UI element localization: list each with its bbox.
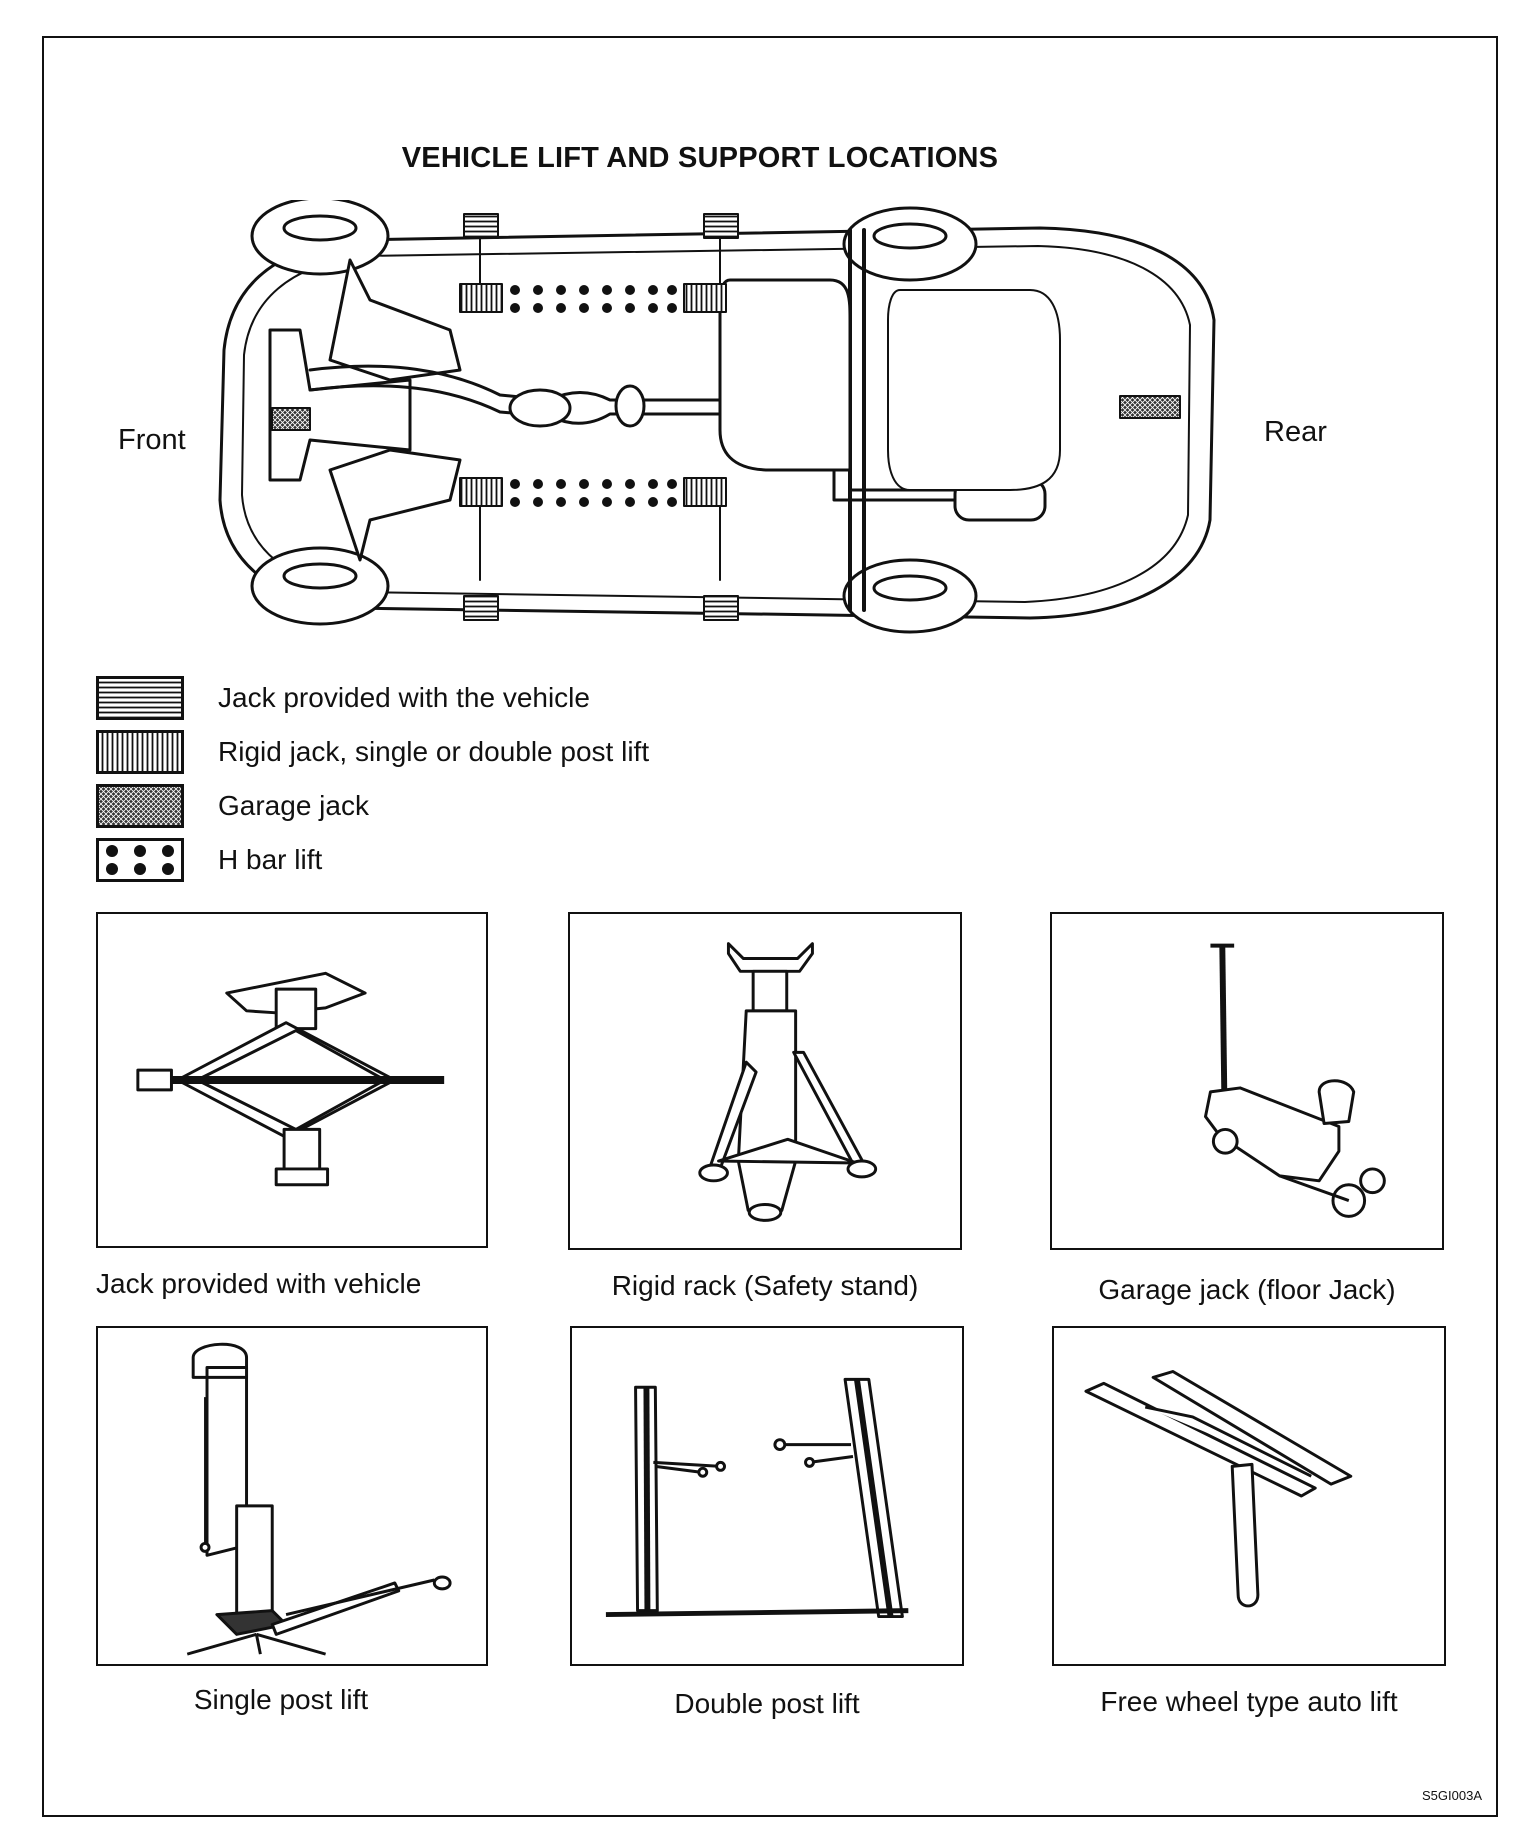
jack-point-front-left (463, 213, 499, 239)
caption-free-wheel-lift: Free wheel type auto lift (1100, 1686, 1398, 1717)
legend-label: Garage jack (218, 790, 369, 821)
caption-single-post-lift: Single post lift (193, 1684, 369, 1715)
vertical-lines-swatch-icon (96, 730, 184, 774)
vehicle-underside-diagram (218, 200, 1216, 634)
legend-label: H bar lift (218, 844, 323, 875)
floor-jack-panel (1050, 912, 1444, 1250)
free-wheel-lift-panel (1052, 1326, 1446, 1666)
crosshatch-swatch-icon (96, 784, 184, 828)
rigid-point-4 (683, 477, 727, 507)
safety-stand-icon (698, 942, 878, 1222)
double-post-lift-icon (605, 1377, 909, 1619)
legend-item-h-bar-lift: H bar lift (96, 838, 322, 882)
legend-item-garage-jack: Garage jack (96, 784, 369, 828)
jack-point-rear-right (703, 595, 739, 621)
front-label: Front (118, 424, 186, 456)
legend-label: Jack provided with the vehicle (218, 682, 590, 713)
garage-jack-point-rear (1119, 395, 1181, 419)
free-wheel-lift-icon (1084, 1370, 1353, 1608)
rear-label: Rear (1264, 416, 1327, 448)
caption-jack-provided: Jack provided with vehicle (96, 1268, 422, 1299)
rigid-point-2 (683, 283, 727, 313)
caption-double-post-lift: Double post lift (674, 1688, 860, 1719)
legend-item-jack-provided: Jack provided with the vehicle (96, 676, 590, 720)
rigid-point-3 (459, 477, 503, 507)
floor-jack-icon (1204, 943, 1386, 1218)
figure-frame (42, 36, 1498, 1817)
page-title: VEHICLE LIFT AND SUPPORT LOCATIONS (401, 142, 999, 174)
horizontal-lines-swatch-icon (96, 676, 184, 720)
garage-jack-point-front (271, 407, 311, 431)
single-post-lift-panel (96, 1326, 488, 1666)
rigid-point-1 (459, 283, 503, 313)
single-post-lift-icon (186, 1342, 452, 1656)
jack-point-front-right (463, 595, 499, 621)
double-post-lift-panel (570, 1326, 964, 1666)
caption-safety-stand: Rigid rack (Safety stand) (611, 1270, 919, 1301)
jack-point-rear-left (703, 213, 739, 239)
legend-label: Rigid jack, single or double post lift (218, 736, 650, 767)
caption-floor-jack: Garage jack (floor Jack) (1098, 1274, 1396, 1305)
figure-code: S5GI003A (1422, 1788, 1482, 1803)
scissor-jack-icon (136, 971, 445, 1187)
legend-item-rigid-jack: Rigid jack, single or double post lift (96, 730, 649, 774)
safety-stand-panel (568, 912, 962, 1250)
dots-swatch-icon (96, 838, 184, 882)
scissor-jack-panel (96, 912, 488, 1248)
